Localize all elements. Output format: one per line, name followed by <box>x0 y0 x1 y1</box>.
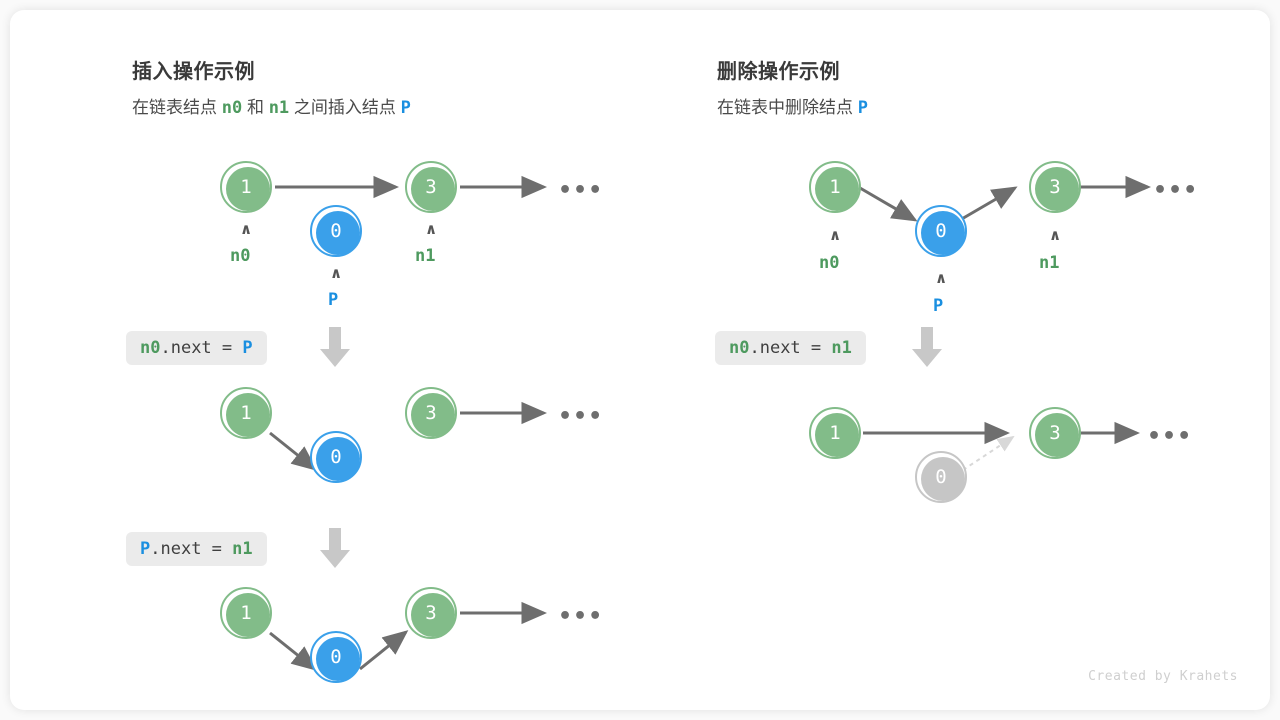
code-chip-insert-step2: P.next = n1 <box>126 532 267 567</box>
node-value: 0 <box>330 445 342 468</box>
node-value: 3 <box>1049 175 1061 198</box>
node-value: 3 <box>425 175 437 198</box>
code-chip-delete-step1: n0.next = n1 <box>715 331 866 366</box>
node-value: 1 <box>829 421 841 444</box>
delete-subtitle-text-1: 在链表中删除结点 <box>717 98 853 117</box>
node-value: 0 <box>330 645 342 668</box>
delete-edges <box>859 175 1151 471</box>
node-value: 1 <box>240 401 252 424</box>
node-fill <box>226 393 270 437</box>
node-fill <box>316 211 360 255</box>
delete-subtitle: 在链表中删除结点 P <box>717 93 868 118</box>
node-n0-value-1[interactable]: 1 <box>809 161 861 213</box>
node-value: 1 <box>240 601 252 624</box>
delete-title: 删除操作示例 <box>717 61 840 83</box>
caret-icon-p: ∧ <box>935 269 948 287</box>
node-value: 1 <box>829 175 841 198</box>
node-fill <box>921 457 965 501</box>
pointer-label-n0: n0 <box>819 253 840 273</box>
node-n0-value-1[interactable]: 1 <box>220 161 272 213</box>
node-p-value-0[interactable]: 0 <box>915 205 967 257</box>
code-chip-insert-step1: n0.next = P <box>126 331 267 366</box>
code-lhs: P <box>140 539 151 559</box>
down-arrow-icon-insert-1 <box>320 327 350 367</box>
code-rhs: P <box>242 338 253 358</box>
node-value: 3 <box>1049 421 1061 444</box>
caret-icon-n0: ∧ <box>829 226 842 244</box>
node-fill <box>226 167 270 211</box>
down-arrow-icon-delete-1 <box>912 327 942 367</box>
ellipsis-tail: ••• <box>558 604 604 629</box>
insert-panel: 插入操作示例 在链表结点 n0 和 n1 之间插入结点 P <box>10 10 640 710</box>
node-value: 0 <box>935 219 947 242</box>
caret-icon-p: ∧ <box>330 264 343 282</box>
code-mid: .next = <box>160 338 243 358</box>
pointer-label-n0: n0 <box>230 246 251 266</box>
code-lhs: n0 <box>729 338 750 358</box>
pointer-label-n1: n1 <box>415 246 436 266</box>
pointer-label-p: P <box>933 296 944 316</box>
node-value-1-step2[interactable]: 1 <box>809 407 861 459</box>
insert-subtitle: 在链表结点 n0 和 n1 之间插入结点 P <box>132 93 411 118</box>
node-value-3-step2[interactable]: 3 <box>1029 407 1081 459</box>
caret-icon-n1: ∧ <box>425 220 438 238</box>
node-fill <box>226 593 270 637</box>
node-fill <box>815 167 859 211</box>
node-value: 3 <box>425 401 437 424</box>
node-value: 1 <box>240 175 252 198</box>
node-fill <box>411 167 455 211</box>
node-value: 3 <box>425 601 437 624</box>
pointer-label-p: P <box>328 290 339 310</box>
node-value-0-step2[interactable]: 0 <box>310 431 362 483</box>
insert-subtitle-text-1: 在链表结点 <box>132 98 217 117</box>
node-fill <box>316 437 360 481</box>
code-lhs: n0 <box>140 338 161 358</box>
node-p-value-0[interactable]: 0 <box>310 205 362 257</box>
insert-subtitle-text-3: 之间插入结点 <box>293 98 396 117</box>
node-n1-value-3[interactable]: 3 <box>1029 161 1081 213</box>
insert-subtitle-n1: n1 <box>268 98 290 118</box>
node-value-0-step3[interactable]: 0 <box>310 631 362 683</box>
node-fill <box>1035 167 1079 211</box>
insert-subtitle-text-2: 和 <box>246 98 264 117</box>
ellipsis-tail: ••• <box>558 178 604 203</box>
ellipsis-tail: ••• <box>1147 424 1193 449</box>
code-mid: .next = <box>150 539 233 559</box>
diagram-card: 插入操作示例 在链表结点 n0 和 n1 之间插入结点 P <box>10 10 1270 710</box>
caret-icon-n0: ∧ <box>240 220 253 238</box>
node-fill <box>411 593 455 637</box>
ellipsis-tail: ••• <box>558 404 604 429</box>
node-value: 0 <box>935 465 947 488</box>
down-arrow-icon-insert-2 <box>320 528 350 568</box>
delete-subtitle-p: P <box>857 98 868 118</box>
caret-icon-n1: ∧ <box>1049 226 1062 244</box>
node-value: 0 <box>330 219 342 242</box>
insert-subtitle-p: P <box>400 98 411 118</box>
node-fill <box>316 637 360 681</box>
node-value-3-step2[interactable]: 3 <box>405 387 457 439</box>
node-value-1-step3[interactable]: 1 <box>220 587 272 639</box>
node-value-1-step2[interactable]: 1 <box>220 387 272 439</box>
code-mid: .next = <box>749 338 832 358</box>
node-fill <box>411 393 455 437</box>
ellipsis-tail: ••• <box>1153 178 1199 203</box>
insert-edges <box>269 175 547 671</box>
insert-title: 插入操作示例 <box>132 61 255 83</box>
delete-panel: 删除操作示例 在链表中删除结点 P <box>595 10 1270 710</box>
node-value-0-removed[interactable]: 0 <box>915 451 967 503</box>
node-fill <box>921 211 965 255</box>
insert-subtitle-n0: n0 <box>221 98 243 118</box>
credit-footer: Created by Krahets <box>1088 669 1238 684</box>
pointer-label-n1: n1 <box>1039 253 1060 273</box>
node-n1-value-3[interactable]: 3 <box>405 161 457 213</box>
code-rhs: n1 <box>232 539 253 559</box>
node-fill <box>1035 413 1079 457</box>
code-rhs: n1 <box>831 338 852 358</box>
node-value-3-step3[interactable]: 3 <box>405 587 457 639</box>
node-fill <box>815 413 859 457</box>
